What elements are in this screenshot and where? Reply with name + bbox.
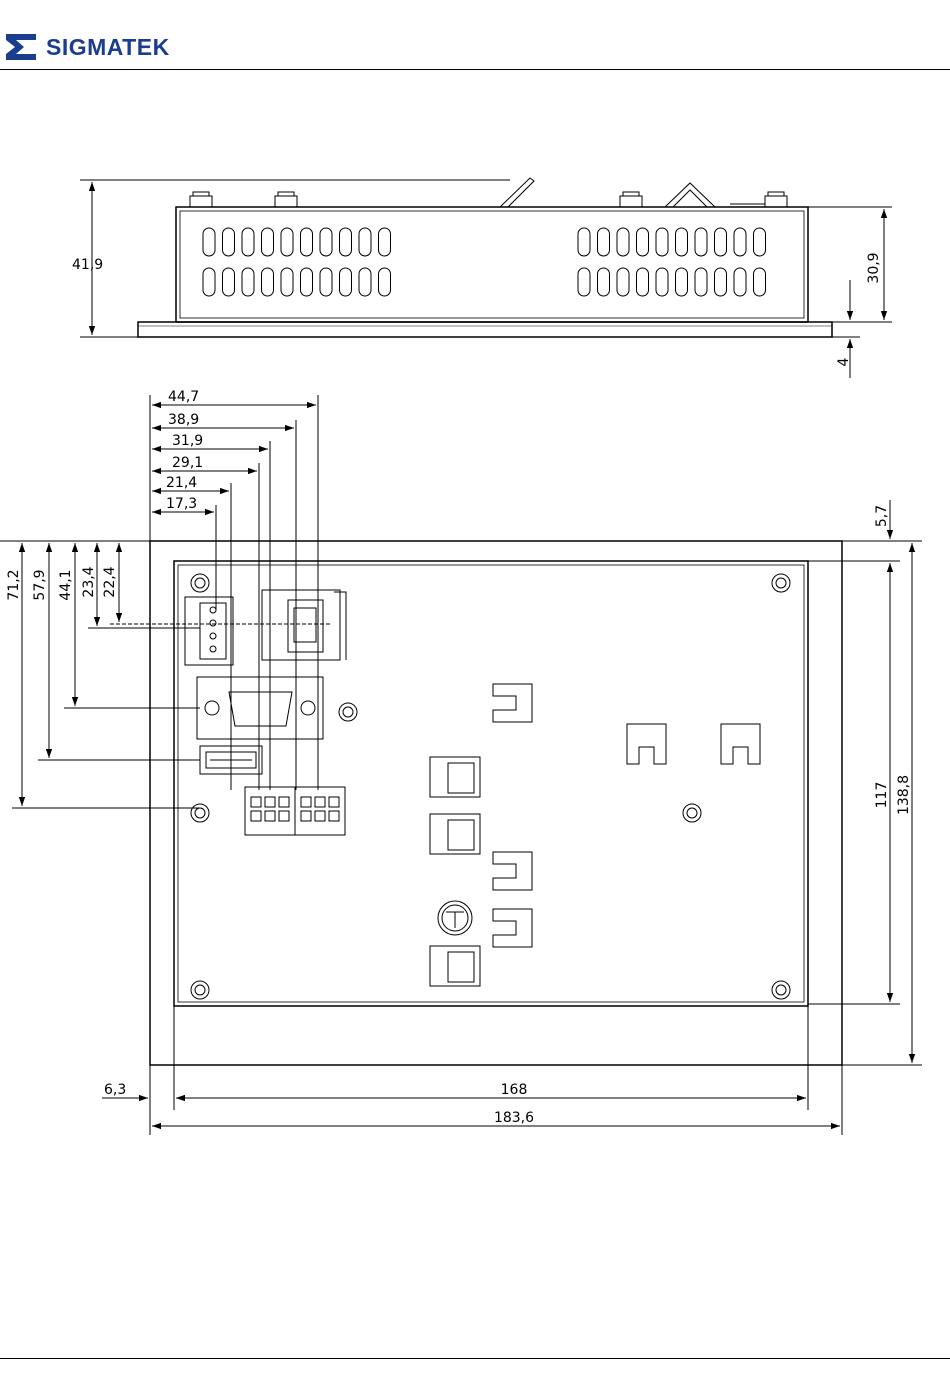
dim-h-214: 21,4 [166,475,197,491]
dim-body-height: 30,9 [866,252,882,283]
vent-slot [656,268,668,296]
vent-slot [617,228,629,256]
vent-slot [754,268,766,296]
vent-slot [223,228,235,256]
vent-slot [656,228,668,256]
vent-slot [715,228,727,256]
dim-h-389: 38,9 [168,412,199,428]
side-screws [190,192,787,207]
vent-slot [301,268,313,296]
vent-slot [281,268,293,296]
dim-top-offset: 5,7 [874,505,890,527]
vent-slot [695,268,707,296]
vent-slot [598,268,610,296]
dim-v-712: 71,2 [6,569,22,600]
dim-h-447: 44,7 [168,389,199,405]
terminal-connectors [245,787,345,835]
dim-h-291: 29,1 [172,455,203,471]
vent-slot [637,268,649,296]
vent-slot [262,228,274,256]
vent-slot [242,268,254,296]
dim-total-height: 41,9 [72,257,103,273]
dim-v-224: 22,4 [102,566,118,597]
vent-slot [359,268,371,296]
ethernet-port [262,590,346,660]
vent-slot [695,228,707,256]
vent-slot [379,228,391,256]
dim-h-173: 17,3 [166,496,197,512]
vent-slot [715,268,727,296]
mounting-clips [493,684,760,947]
vent-slot [578,268,590,296]
dsub-connector [197,677,323,739]
vent-slot [598,228,610,256]
vent-slot [578,228,590,256]
dim-v-579: 57,9 [32,569,48,600]
dim-front-plate: 4 [836,357,852,366]
vent-slot [262,268,274,296]
dim-left-offset: 6,3 [104,1082,126,1098]
dim-inner-width: 168 [501,1082,528,1098]
dim-inner-height: 117 [874,782,890,809]
vent-slot [203,268,215,296]
vent-slot [340,228,352,256]
dim-h-319: 31,9 [172,433,203,449]
vent-slot [203,228,215,256]
vent-slot [320,228,332,256]
vent-slot [320,268,332,296]
side-view [80,178,892,378]
vent-slot [359,228,371,256]
vent-slot [379,268,391,296]
vent-slot [301,228,313,256]
power-connector [185,597,233,665]
vent-slot [223,268,235,296]
back-view [0,395,922,1135]
dim-v-441: 44,1 [58,569,74,600]
card-slots [430,757,480,986]
dim-outer-width: 183,6 [494,1110,534,1126]
vent-slots [203,228,766,296]
vent-slot [242,228,254,256]
vent-slot [340,268,352,296]
vent-slot [734,268,746,296]
bottom-dimension-lines [102,1065,842,1135]
dim-outer-height: 138,8 [896,775,912,815]
vertical-dimension-lines [0,541,330,808]
ground-symbol [438,901,472,935]
footer-rule [0,1358,950,1359]
vent-slot [637,228,649,256]
vent-slot [676,228,688,256]
vent-slot [754,228,766,256]
vent-slot [734,228,746,256]
vent-slot [281,228,293,256]
vent-slot [617,268,629,296]
vent-slot [676,268,688,296]
dim-v-234: 23,4 [81,566,97,597]
